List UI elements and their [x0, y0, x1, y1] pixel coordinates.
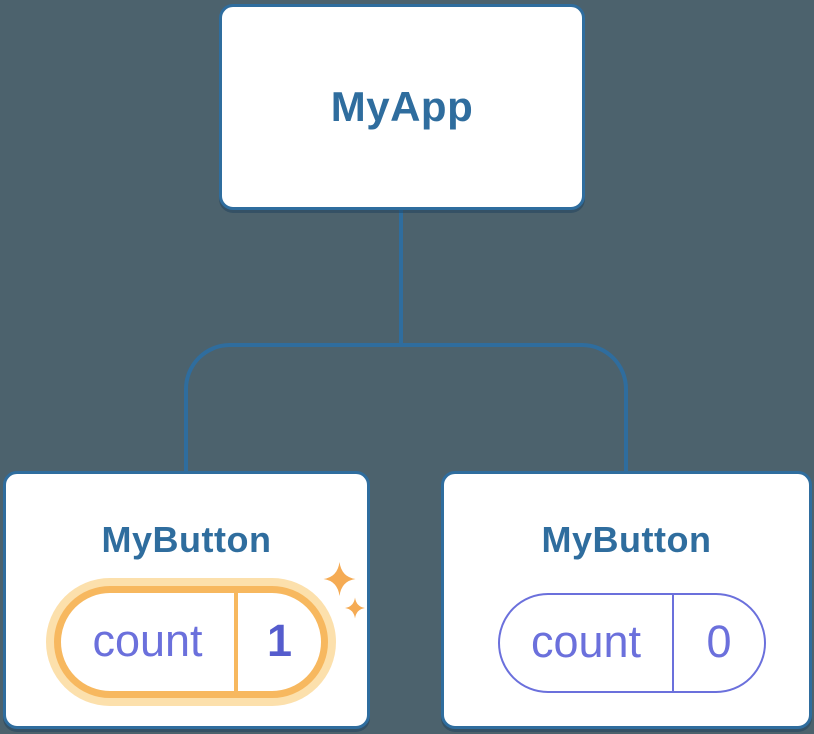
component-node-myapp: MyApp [219, 4, 585, 210]
node-title: MyApp [330, 83, 474, 130]
component-node-mybutton-right: MyButton count 0 [441, 471, 812, 729]
state-name: count [530, 615, 642, 667]
state-name: count [92, 614, 203, 666]
connector-root-stem [399, 208, 403, 345]
component-node-mybutton-left: MyButton count 1 [3, 471, 370, 729]
sparkles-icon [323, 562, 365, 619]
pill-divider [672, 595, 674, 691]
state-pill-highlighted: count 1 [54, 586, 328, 698]
pill-divider [234, 593, 238, 691]
state-value: 1 [266, 614, 293, 666]
state-pill: count 0 [498, 593, 766, 693]
node-title: MyButton [101, 519, 272, 560]
node-title: MyButton [541, 519, 712, 560]
connector-branch [184, 343, 628, 473]
state-value: 0 [706, 615, 732, 667]
